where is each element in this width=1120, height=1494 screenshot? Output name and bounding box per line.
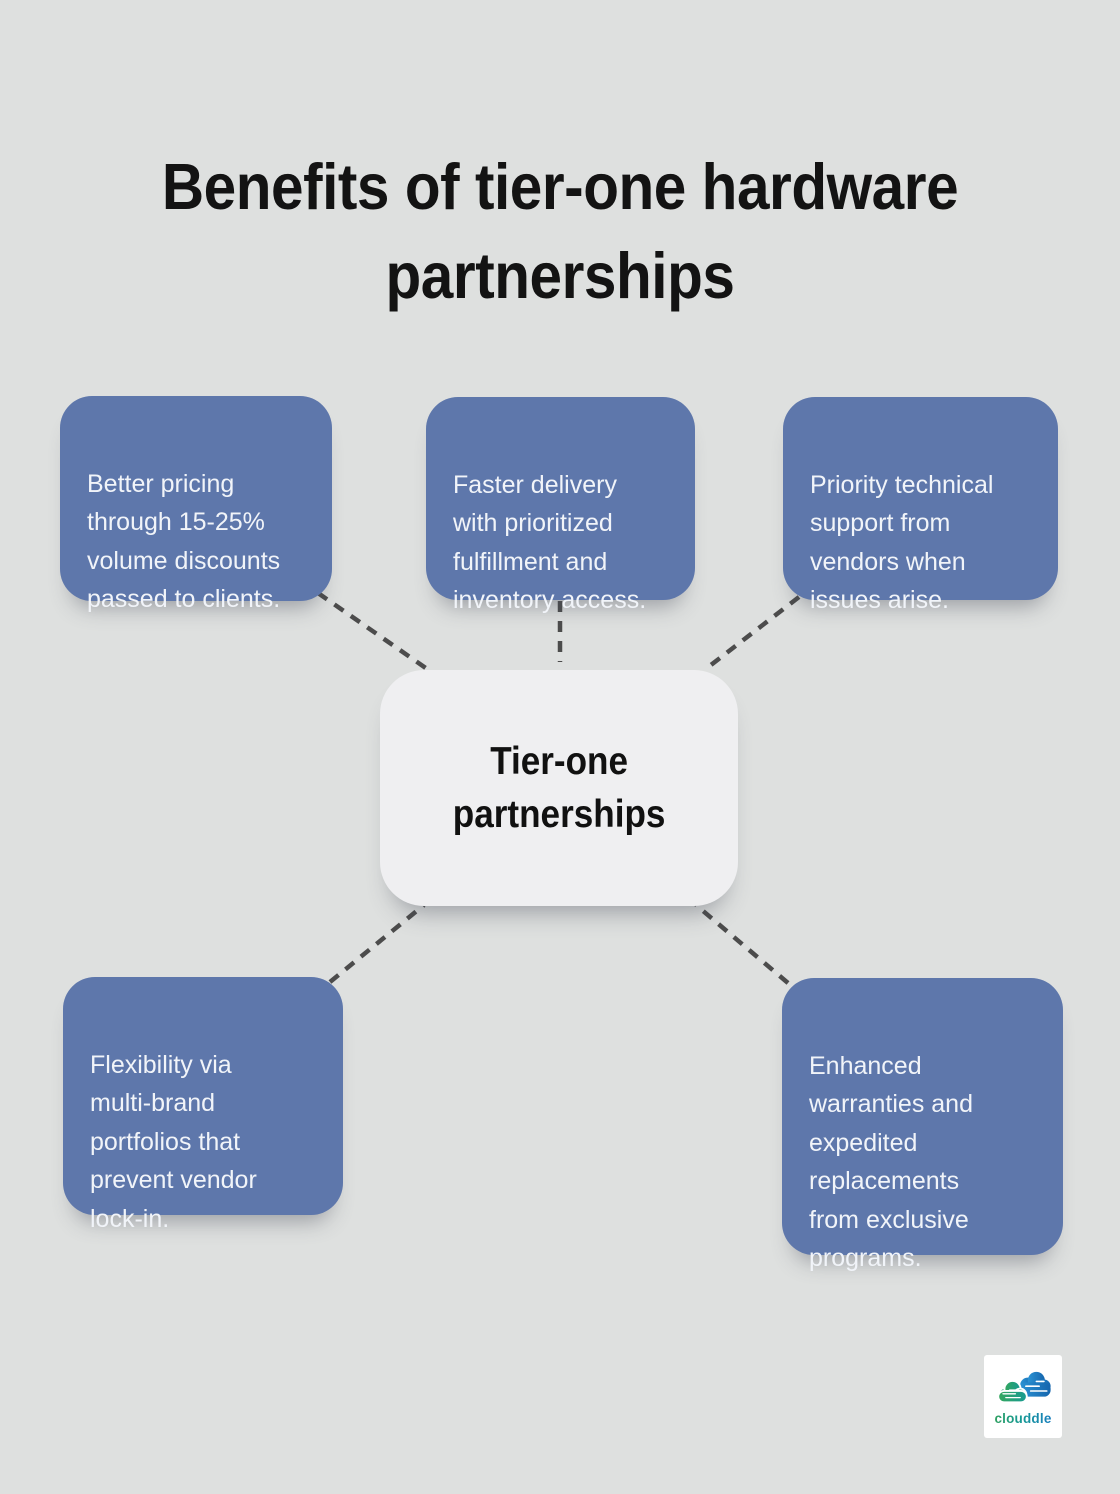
connector-bottom-right: [694, 903, 790, 985]
central-node-label: Tier-one partnerships: [452, 740, 666, 836]
connector-top-left: [316, 591, 432, 673]
benefit-card-warranties: Enhanced warranties and expedited replac…: [782, 978, 1063, 1272]
benefit-card-support: Priority technical support from vendors …: [783, 397, 1058, 614]
benefit-text-pricing: Better pricing through 15-25% volume dis…: [87, 469, 281, 614]
connector-bottom-left: [328, 903, 426, 984]
central-node: Tier-one partnerships: [380, 670, 738, 906]
benefit-card-pricing: Better pricing through 15-25% volume dis…: [60, 396, 332, 613]
connector-top-right: [705, 595, 801, 670]
benefit-text-delivery: Faster delivery with prioritized fulfill…: [453, 470, 647, 615]
benefit-text-warranties: Enhanced warranties and expedited replac…: [809, 1051, 973, 1273]
page-title: Benefits of tier-one hardware partnershi…: [161, 149, 959, 312]
clouddle-cloud-icon: [997, 1371, 1051, 1403]
benefit-text-flexibility: Flexibility via multi-brand portfolios t…: [90, 1050, 257, 1233]
clouddle-logo: clouddle: [984, 1355, 1062, 1438]
benefit-card-delivery: Faster delivery with prioritized fulfill…: [426, 397, 695, 614]
benefit-card-flexibility: Flexibility via multi-brand portfolios t…: [63, 977, 343, 1233]
benefit-text-support: Priority technical support from vendors …: [810, 470, 994, 615]
clouddle-wordmark: clouddle: [994, 1410, 1052, 1426]
